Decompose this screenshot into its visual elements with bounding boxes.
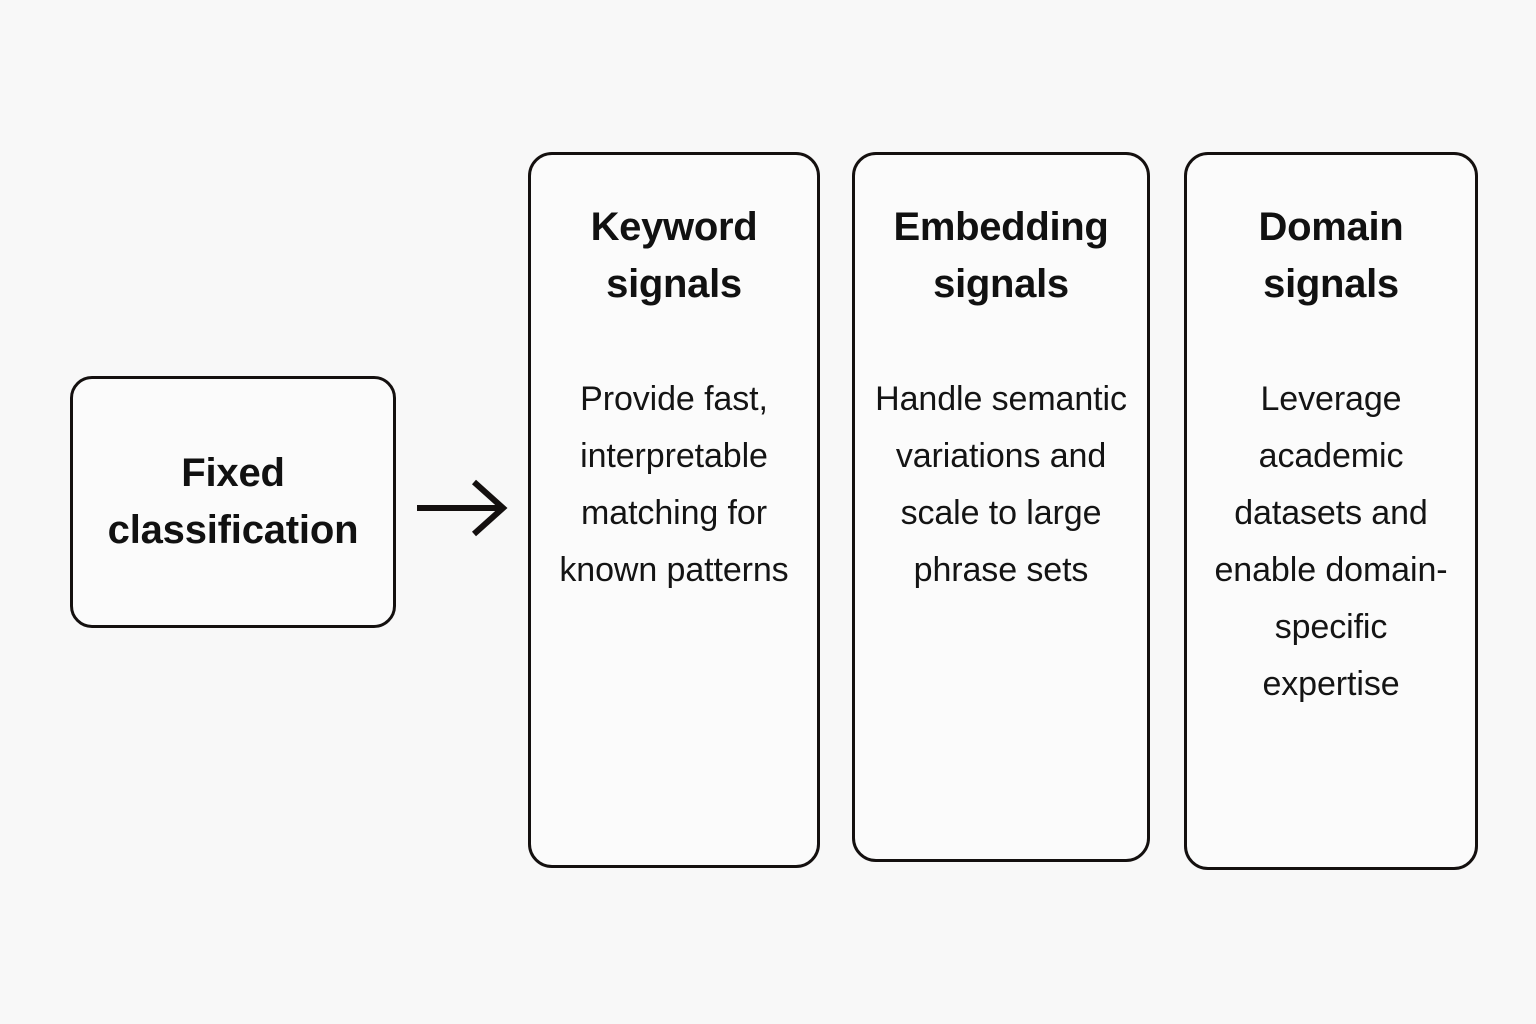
card-keyword-signals-body: Provide fast, interpretable matching for…	[559, 380, 789, 589]
node-fixed-classification-label: Fixed classification	[107, 451, 359, 552]
card-embedding-signals-body: Handle semantic variations and scale to …	[875, 380, 1127, 589]
card-domain-signals-title: Domain signals	[1258, 205, 1404, 306]
card-keyword-signals[interactable]: Keyword signals Provide fast, interpreta…	[528, 152, 820, 868]
arrow-right-glyph	[417, 479, 508, 537]
arrow-right-icon	[408, 470, 518, 546]
card-keyword-signals-title: Keyword signals	[590, 205, 758, 306]
card-embedding-signals-title: Embedding signals	[893, 205, 1109, 306]
node-fixed-classification[interactable]: Fixed classification	[70, 376, 396, 628]
card-domain-signals[interactable]: Domain signals Leverage academic dataset…	[1184, 152, 1478, 870]
card-embedding-signals[interactable]: Embedding signals Handle semantic variat…	[852, 152, 1150, 862]
card-domain-signals-body: Leverage academic datasets and enable do…	[1214, 380, 1448, 703]
